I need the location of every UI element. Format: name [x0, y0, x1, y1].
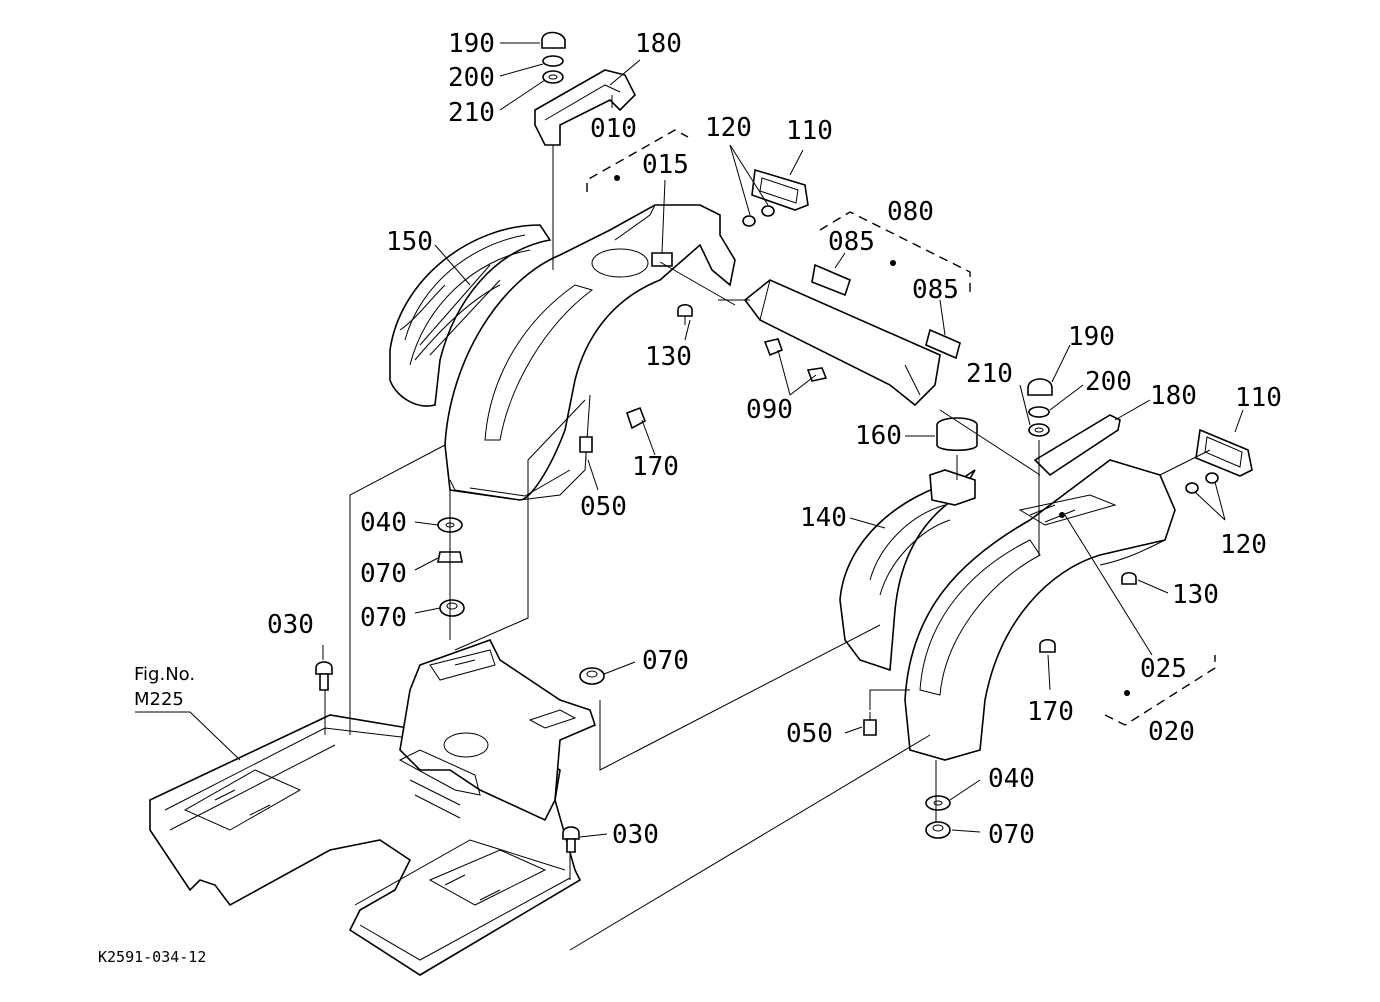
- figure-ref-line2: M225: [134, 689, 184, 710]
- right-handle-hardware: [1027, 378, 1121, 555]
- label-015: 015: [642, 150, 689, 180]
- figure-ref-line1: Fig.No.: [134, 664, 195, 685]
- label-110-right: 110: [1235, 383, 1282, 413]
- label-200-left: 200: [448, 63, 495, 93]
- left-mount-washers: [437, 490, 465, 640]
- label-180-left: 180: [635, 29, 682, 59]
- drawing-code: K2591-034-12: [98, 948, 206, 966]
- label-010: 010: [590, 114, 637, 144]
- label-070-right: 070: [988, 820, 1035, 850]
- label-030-left: 030: [267, 610, 314, 640]
- center-cover: [743, 260, 961, 407]
- label-085-right: 085: [912, 275, 959, 305]
- right-rear-light: [1185, 428, 1253, 494]
- left-fasteners: [579, 252, 693, 460]
- label-085-left: 085: [828, 227, 875, 257]
- label-120-right: 120: [1220, 530, 1267, 560]
- left-handle-hardware: [534, 31, 636, 270]
- label-170-left: 170: [632, 452, 679, 482]
- guide-lines: [135, 42, 1244, 951]
- right-fender-assembly: [839, 459, 1176, 761]
- label-080: 080: [887, 197, 934, 227]
- label-190-right: 190: [1068, 322, 1115, 352]
- label-140: 140: [800, 503, 847, 533]
- group-brackets: [586, 129, 1216, 726]
- label-070-left-1: 070: [360, 559, 407, 589]
- left-rear-light: [742, 168, 809, 227]
- label-200-right: 200: [1085, 367, 1132, 397]
- label-040-right: 040: [988, 764, 1035, 794]
- label-070-center: 070: [642, 646, 689, 676]
- part-labels: 190 200 210 180 010 015 120 110 150 130 …: [98, 29, 1282, 966]
- label-050-right: 050: [786, 719, 833, 749]
- right-mount-washers: [925, 760, 951, 839]
- floor-fasteners: [315, 661, 605, 853]
- label-020: 020: [1148, 717, 1195, 747]
- label-025: 025: [1140, 654, 1187, 684]
- label-170-right: 170: [1027, 697, 1074, 727]
- label-050-left: 050: [580, 492, 627, 522]
- label-070-left-2: 070: [360, 603, 407, 633]
- label-130-right: 130: [1172, 580, 1219, 610]
- label-160: 160: [855, 421, 902, 451]
- left-fender-assembly: [389, 175, 736, 501]
- label-180-right: 180: [1150, 381, 1197, 411]
- label-110-left: 110: [786, 116, 833, 146]
- right-fasteners: [863, 571, 1137, 736]
- label-210-right: 210: [966, 359, 1013, 389]
- cap-160: [936, 417, 978, 480]
- label-120-left: 120: [705, 113, 752, 143]
- label-090: 090: [746, 395, 793, 425]
- label-150: 150: [386, 227, 433, 257]
- floor-panel: [149, 639, 596, 976]
- label-040-left: 040: [360, 508, 407, 538]
- label-130-left: 130: [645, 342, 692, 372]
- label-030-right: 030: [612, 820, 659, 850]
- label-210-left: 210: [448, 98, 495, 128]
- label-190-left: 190: [448, 29, 495, 59]
